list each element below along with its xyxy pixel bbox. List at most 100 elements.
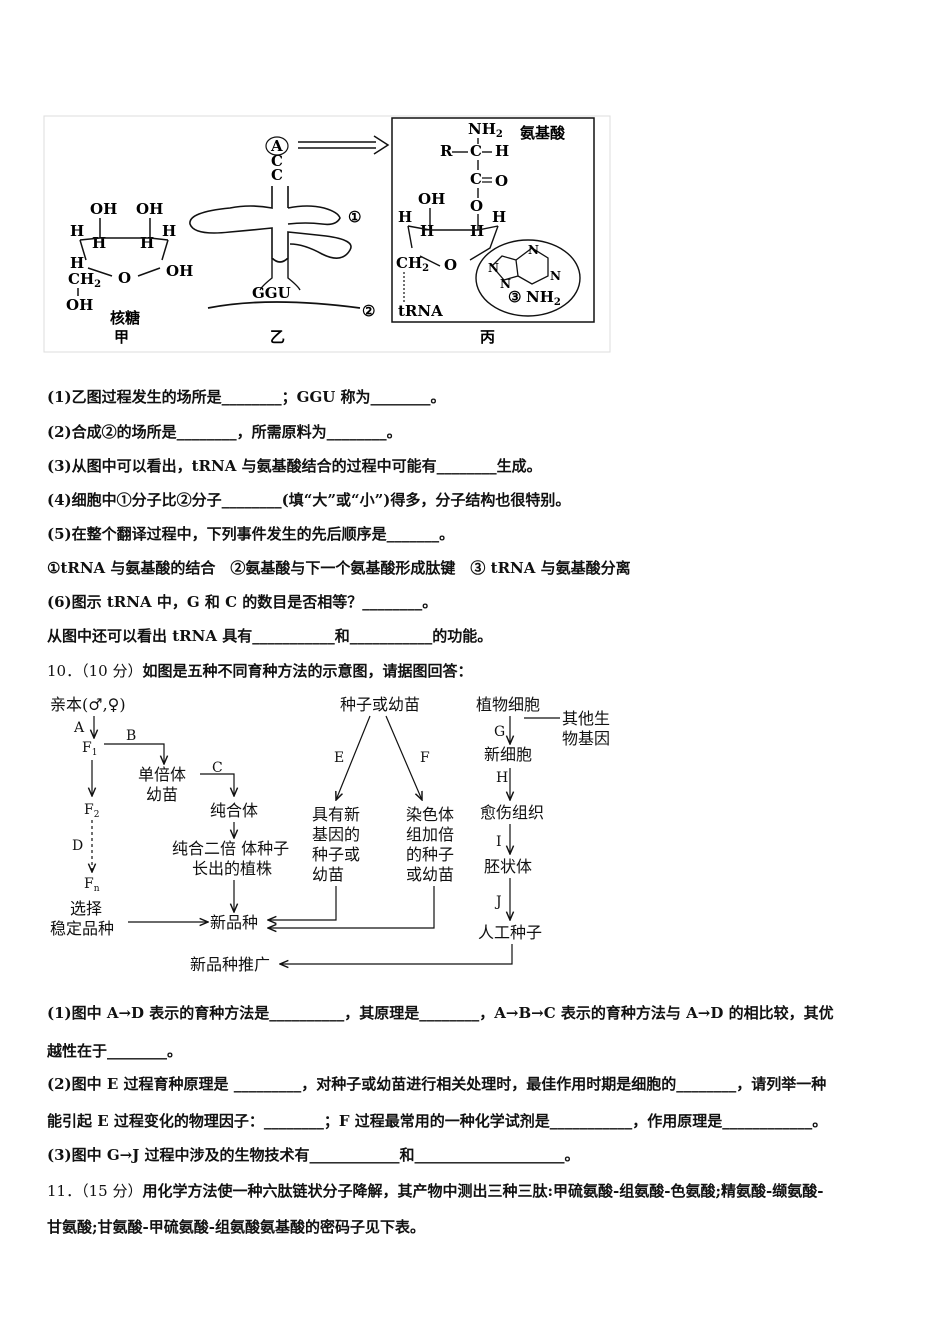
new-variety-node: 新品种 xyxy=(210,913,258,932)
q11-header: 11．（15 分）用化学方法使一种六肽链状分子降解，其产物中测出三种三肽:甲硫氨… xyxy=(47,1180,823,1201)
chromosome-line4: 或幼苗 xyxy=(406,865,454,884)
ribose-structure: OH OH H H H H H OH CH2 O OH 核糖 甲 xyxy=(66,200,193,346)
jia-label: 甲 xyxy=(114,328,129,346)
bing-n2: N xyxy=(500,277,511,291)
parent-node: 亲本(♂,♀) xyxy=(50,695,126,714)
fn-node: Fn xyxy=(84,876,100,894)
q9-line3: (3)从图中可以看出，tRNA 与氨基酸结合的过程中可能有________生成。 xyxy=(47,457,542,475)
bing-co-c: C xyxy=(470,170,482,188)
step-a: A xyxy=(73,720,85,736)
callus-node: 愈伤组织 xyxy=(480,803,544,822)
q9-line7: (6)图示 tRNA 中，G 和 C 的数目是否相等？________。 xyxy=(47,593,438,611)
diploid-line1: 纯合二倍 体种子 xyxy=(172,839,289,858)
q10-line1b: 越性在于________。 xyxy=(47,1042,183,1060)
yi-c2: C xyxy=(271,166,283,184)
breeding-diagram: 亲本(♂,♀) A F1 B 单倍体 幼苗 C 纯合体 纯合二倍 体种子 长出的… xyxy=(50,695,610,974)
trna-label: tRNA xyxy=(398,302,443,320)
q11-number: 11．（15 分） xyxy=(47,1182,143,1200)
chromosome-line3: 的种子 xyxy=(406,845,454,864)
bing-n1: N xyxy=(488,261,499,275)
jia-h2: H xyxy=(92,234,106,252)
q10-line2: (2)图中 E 过程育种原理是 _________，对种子或幼苗进行相关处理时，… xyxy=(47,1075,827,1093)
trna-cloverleaf: A C C ① GGU ② 乙 xyxy=(189,135,390,346)
step-b: B xyxy=(126,728,136,744)
artificial-seed-node: 人工种子 xyxy=(478,923,542,942)
bing-ester-o: O xyxy=(470,197,483,215)
step-g: G xyxy=(494,724,505,740)
step-d: D xyxy=(72,838,83,854)
step-f: F xyxy=(420,750,430,766)
pure-line-node: 纯合体 xyxy=(210,801,258,820)
q9-line2: (2)合成②的场所是________，所需原料为________。 xyxy=(47,423,402,441)
q11-line2: 甘氨酸;甘氨酸-甲硫氨酸-组氨酸氨基酸的密码子见下表。 xyxy=(47,1218,425,1236)
trna-figure: OH OH H H H H H OH CH2 O OH 核糖 甲 A C C ①… xyxy=(43,115,611,353)
haploid-line2: 幼苗 xyxy=(146,785,178,804)
jia-h5: H xyxy=(70,254,84,272)
step-i: I xyxy=(496,834,502,850)
jia-oh2: OH xyxy=(136,200,163,218)
jia-h1: H xyxy=(70,222,84,240)
q10-line3: (3)图中 G→J 过程中涉及的生物技术有____________和______… xyxy=(47,1146,580,1164)
yi-a: A xyxy=(270,137,283,155)
step-c: C xyxy=(212,760,223,776)
bing-h2: H xyxy=(420,222,434,240)
promotion-node: 新品种推广 xyxy=(190,955,270,974)
q10-stem: 如图是五种不同育种方法的示意图，请据图回答： xyxy=(142,662,473,680)
step-h: H xyxy=(496,770,508,786)
jia-oh1: OH xyxy=(90,200,117,218)
q11-stem: 用化学方法使一种六肽链状分子降解，其产物中测出三种三肽:甲硫氨酸-组氨酸-色氨酸… xyxy=(142,1182,824,1200)
chromosome-line2: 组加倍 xyxy=(406,825,454,844)
jia-h4: H xyxy=(162,222,176,240)
select-line1: 选择 xyxy=(70,899,102,918)
embryo-node: 胚状体 xyxy=(484,857,532,876)
bing-h1: H xyxy=(398,208,412,226)
codon-ggu: GGU xyxy=(252,284,291,302)
new-cell-node: 新细胞 xyxy=(484,745,532,764)
bing-n4: N xyxy=(550,269,561,283)
haploid-line1: 单倍体 xyxy=(138,765,186,784)
jia-oh3: OH xyxy=(166,262,193,280)
bing-mark3: ③ xyxy=(508,288,521,306)
bing-h: H xyxy=(495,142,509,160)
jia-oh4: OH xyxy=(66,296,93,314)
select-line2: 稳定品种 xyxy=(50,919,114,938)
seed-node: 种子或幼苗 xyxy=(340,695,420,714)
q9-line4: (4)细胞中①分子比②分子________(填“大”或“小”)得多，分子结构也很… xyxy=(47,491,571,509)
yi-mark1: ① xyxy=(348,208,361,226)
bing-label: 丙 xyxy=(480,328,495,346)
diploid-line2: 长出的植株 xyxy=(192,859,272,878)
other-gene-line1: 其他生 xyxy=(562,709,610,728)
q10-line2b: 能引起 E 过程变化的物理因子：________；F 过程最常用的一种化学试剂是… xyxy=(47,1112,828,1130)
jia-h3: H xyxy=(140,234,154,252)
bing-o: O xyxy=(444,256,457,274)
amino-acid-title: 氨基酸 xyxy=(520,124,566,142)
q9-line6: ①tRNA 与氨基酸的结合 ②氨基酸与下一个氨基酸形成肽键 ③ tRNA 与氨基… xyxy=(47,559,631,577)
bing-oh: OH xyxy=(418,190,445,208)
gene-line1: 具有新 xyxy=(312,805,360,824)
jia-ch2: CH2 xyxy=(68,270,101,290)
bing-co-o: O xyxy=(495,172,508,190)
f1-node: F1 xyxy=(82,740,97,758)
chromosome-line1: 染色体 xyxy=(406,805,454,824)
gene-line3: 种子或 xyxy=(312,845,360,864)
yi-mark2: ② xyxy=(362,302,375,320)
step-e: E xyxy=(334,750,344,766)
q9-line8: 从图中还可以看出 tRNA 具有___________和___________的… xyxy=(47,627,493,645)
jia-o: O xyxy=(118,269,131,287)
bing-ch2: CH2 xyxy=(396,254,429,274)
aminoacyl-trna: NH2 氨基酸 R C H C O O OH H H H H CH2 O tRN… xyxy=(391,117,595,346)
q10-header: 10．（10 分）如图是五种不同育种方法的示意图，请据图回答： xyxy=(47,660,472,681)
bing-r: R xyxy=(440,142,453,160)
bing-nh2: NH2 xyxy=(468,120,503,140)
q9-line1: (1)乙图过程发生的场所是________；GGU 称为________。 xyxy=(47,388,446,406)
other-gene-line2: 物基因 xyxy=(562,729,610,748)
q10-number: 10．（10 分） xyxy=(47,662,143,680)
bing-c: C xyxy=(470,142,482,160)
plant-cell-node: 植物细胞 xyxy=(476,695,540,714)
gene-line4: 幼苗 xyxy=(312,865,344,884)
yi-label: 乙 xyxy=(270,328,285,346)
bing-h3: H xyxy=(470,222,484,240)
gene-line2: 基因的 xyxy=(312,825,360,844)
q10-line1: (1)图中 A→D 表示的育种方法是__________，其原理是_______… xyxy=(47,1004,834,1022)
step-j: J xyxy=(494,894,502,910)
